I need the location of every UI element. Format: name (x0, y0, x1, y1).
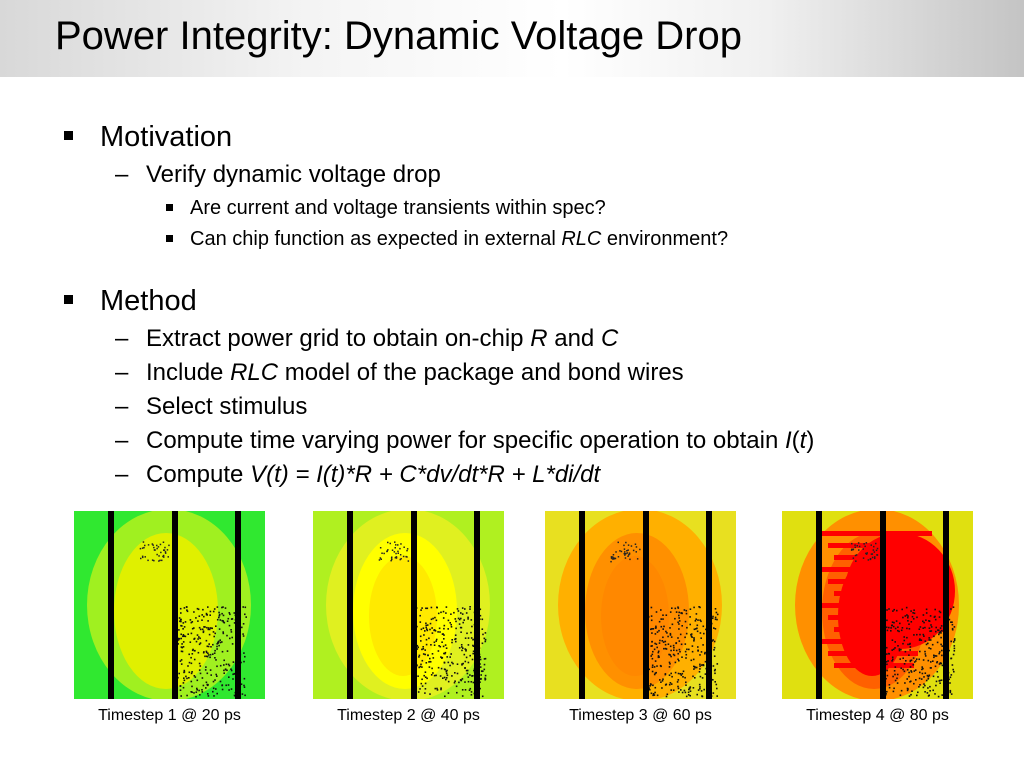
bullet-compute-power: Compute time varying power for specific … (146, 427, 815, 454)
section-heading-method: Method (100, 285, 197, 317)
bullet-square-icon (64, 295, 73, 304)
caption-timestep-3: Timestep 3 @ 60 ps (569, 707, 712, 724)
dash-icon: – (115, 393, 129, 420)
voltage-map-timestep-4 (782, 511, 973, 699)
voltage-map-timestep-3 (545, 511, 736, 699)
bullet-chip-function: Can chip function as expected in externa… (190, 228, 729, 250)
dash-icon: – (115, 427, 129, 454)
caption-timestep-1: Timestep 1 @ 20 ps (98, 707, 241, 724)
bullet-verify-drop: Verify dynamic voltage drop (146, 161, 441, 188)
dash-icon: – (115, 359, 129, 386)
bullet-include-rlc: Include RLC model of the package and bon… (146, 359, 684, 386)
bullet-square-icon (64, 131, 73, 140)
dash-icon: – (115, 325, 129, 352)
bullet-square-icon (166, 235, 173, 242)
title-bar (0, 0, 1024, 77)
voltage-map-timestep-2 (313, 511, 504, 699)
bullet-select-stimulus: Select stimulus (146, 393, 308, 420)
bullet-compute-voltage: Compute V(t) = I(t)*R + C*dv/dt*R + L*di… (146, 461, 601, 488)
bullet-transients: Are current and voltage transients withi… (190, 197, 606, 219)
caption-timestep-4: Timestep 4 @ 80 ps (806, 707, 949, 724)
voltage-map-timestep-1 (74, 511, 265, 699)
dash-icon: – (115, 461, 129, 488)
caption-timestep-2: Timestep 2 @ 40 ps (337, 707, 480, 724)
dash-icon: – (115, 161, 129, 188)
section-heading-motivation: Motivation (100, 121, 233, 153)
bullet-square-icon (166, 204, 173, 211)
bullet-extract-grid: Extract power grid to obtain on-chip R a… (146, 325, 619, 352)
slide-title: Power Integrity: Dynamic Voltage Drop (55, 14, 742, 58)
